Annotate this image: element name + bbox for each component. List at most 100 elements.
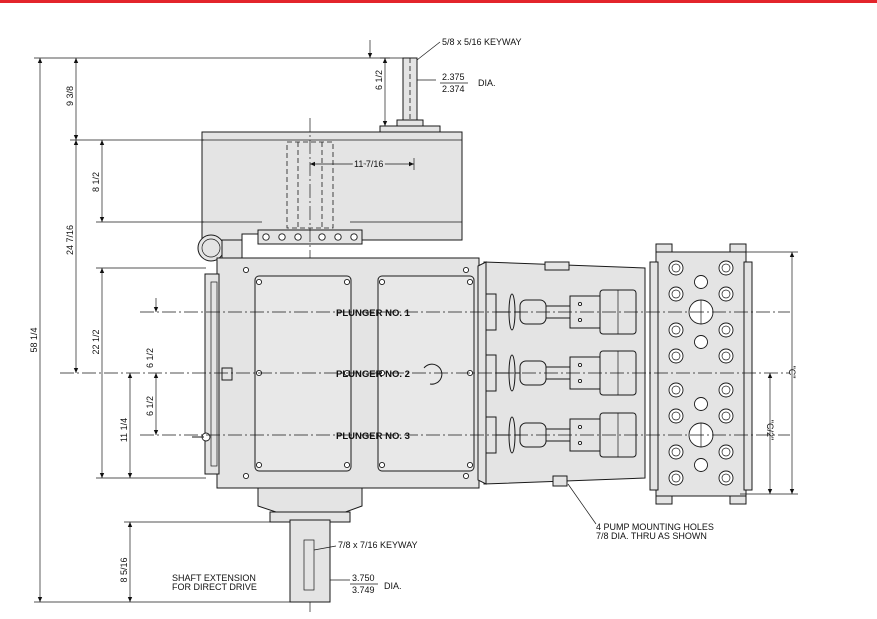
dimension-arrowhead bbox=[127, 522, 133, 527]
manifold-block bbox=[649, 243, 753, 505]
manifold-bolt bbox=[718, 408, 734, 424]
manifold-bolt bbox=[718, 470, 734, 486]
dim-22-1-2: 22 1/2 bbox=[91, 329, 101, 354]
top-input-shaft bbox=[379, 57, 441, 133]
dimension-arrowhead bbox=[153, 307, 159, 312]
bottom-output-shaft bbox=[289, 519, 331, 603]
shaft-ext-line1: SHAFT EXTENSION bbox=[172, 573, 256, 583]
dimension-arrowhead bbox=[99, 268, 105, 273]
dimension-arrowhead bbox=[73, 135, 79, 140]
top-dia-lower: 2.374 bbox=[442, 84, 465, 94]
manifold-bolt-inner bbox=[721, 411, 731, 421]
dim-6-1-2-a: 6 1/2 bbox=[145, 348, 155, 368]
manifold-bolt-inner bbox=[721, 289, 731, 299]
frame-hole bbox=[466, 461, 474, 469]
dimension-arrowhead bbox=[73, 58, 79, 63]
manifold-bolt bbox=[718, 322, 734, 338]
manifold-bolt bbox=[718, 444, 734, 460]
bottom-dia-upper: 3.750 bbox=[352, 573, 375, 583]
shaft-ext-line2: FOR DIRECT DRIVE bbox=[172, 582, 257, 592]
top-dia-upper: 2.375 bbox=[442, 72, 465, 82]
dimension-arrowhead bbox=[37, 597, 43, 602]
dimension-arrowhead bbox=[37, 58, 43, 63]
dimension-arrowhead bbox=[382, 58, 388, 63]
bottom-dia-unit: DIA. bbox=[384, 581, 402, 591]
gear-reducer bbox=[197, 131, 463, 262]
manifold-bolt bbox=[668, 286, 684, 302]
dim-8-1-2: 8 1/2 bbox=[91, 172, 101, 192]
dim-overall: 58 1/4 bbox=[29, 327, 39, 352]
frame-hole bbox=[242, 266, 250, 274]
dim-c-half: "C/2" bbox=[765, 420, 775, 440]
manifold-center-bolt bbox=[694, 397, 708, 411]
frame-hole bbox=[378, 461, 386, 469]
frame-hole bbox=[466, 278, 474, 286]
flange-bolt bbox=[262, 233, 270, 241]
dimension-arrows bbox=[37, 53, 795, 602]
dimension-arrowhead bbox=[99, 217, 105, 222]
manifold-bolt-inner bbox=[721, 447, 731, 457]
top-keyway-callout: 5/8 x 5/16 KEYWAY bbox=[442, 37, 522, 47]
frame-hole bbox=[378, 278, 386, 286]
dimension-arrowhead bbox=[153, 373, 159, 378]
plunger-bolt bbox=[577, 424, 583, 430]
dimension-arrowhead bbox=[127, 373, 133, 378]
header-rule bbox=[0, 0, 877, 3]
dim-6-1-2-b: 6 1/2 bbox=[145, 396, 155, 416]
plunger-2-label: PLUNGER NO. 2 bbox=[336, 369, 410, 380]
frame-hole bbox=[242, 472, 250, 480]
manifold-bolt bbox=[718, 382, 734, 398]
manifold-center-bolt bbox=[694, 458, 708, 472]
manifold-bolt-inner bbox=[721, 385, 731, 395]
dim-6-1-2-top: 6 1/2 bbox=[374, 70, 384, 90]
plunger-1-label: PLUNGER NO. 1 bbox=[336, 308, 411, 319]
flange-bolt bbox=[294, 233, 302, 241]
frame-hole bbox=[343, 278, 351, 286]
dimension-arrowhead bbox=[367, 53, 373, 58]
manifold-bolt-inner bbox=[671, 411, 681, 421]
dimension-arrowhead bbox=[409, 161, 414, 167]
manifold-bolt bbox=[668, 260, 684, 276]
manifold-bolt bbox=[668, 348, 684, 364]
flange-bolt bbox=[334, 233, 342, 241]
dimension-arrowhead bbox=[99, 140, 105, 145]
mount-holes-line1: 4 PUMP MOUNTING HOLES bbox=[596, 522, 714, 532]
dimension-lines bbox=[34, 40, 798, 603]
dimension-arrowhead bbox=[127, 597, 133, 602]
manifold-bolt-inner bbox=[671, 263, 681, 273]
manifold-bolt-inner bbox=[721, 325, 731, 335]
manifold-bolt-inner bbox=[721, 351, 731, 361]
manifold-bolt bbox=[668, 470, 684, 486]
manifold-bolt bbox=[668, 444, 684, 460]
manifold-bolt-inner bbox=[671, 473, 681, 483]
manifold-bolt bbox=[718, 260, 734, 276]
frame-hole bbox=[462, 266, 470, 274]
mount-holes-line2: 7/8 DIA. THRU AS SHOWN bbox=[596, 531, 707, 541]
dimension-arrowhead bbox=[789, 252, 795, 257]
plunger-3-label: PLUNGER NO. 3 bbox=[336, 431, 410, 442]
plunger-bolt bbox=[577, 440, 583, 446]
dim-11-7-16: 11 7/16 bbox=[354, 159, 383, 169]
frame-hole bbox=[255, 278, 263, 286]
dimension-arrowhead bbox=[153, 430, 159, 435]
dimension-arrowhead bbox=[789, 489, 795, 494]
dim-9-3-8: 9 3/8 bbox=[65, 86, 75, 106]
manifold-bolt-inner bbox=[671, 447, 681, 457]
dimension-arrowhead bbox=[767, 373, 773, 378]
bottom-dia-lower: 3.749 bbox=[352, 585, 375, 595]
bottom-keyway-callout: 7/8 x 7/16 KEYWAY bbox=[338, 540, 418, 550]
dim-24-7-16: 24 7/16 bbox=[65, 225, 75, 255]
dimension-arrowhead bbox=[767, 489, 773, 494]
manifold-bolt bbox=[668, 408, 684, 424]
manifold-bolt-inner bbox=[671, 385, 681, 395]
dimension-arrowhead bbox=[382, 121, 388, 126]
plunger-bolt bbox=[577, 317, 583, 323]
manifold-bolt-inner bbox=[671, 325, 681, 335]
manifold-center-bolt bbox=[694, 335, 708, 349]
manifold-bolt-inner bbox=[671, 289, 681, 299]
dim-8-5-16: 8 5/16 bbox=[119, 557, 129, 582]
dimension-arrowhead bbox=[310, 161, 315, 167]
fluid-end-housing bbox=[477, 261, 646, 487]
dimension-arrowhead bbox=[73, 140, 79, 145]
